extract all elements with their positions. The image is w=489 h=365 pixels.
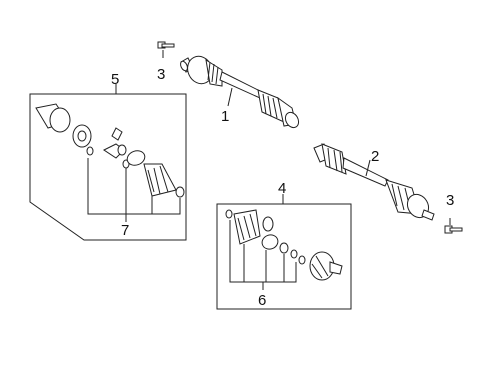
bolt-3-right — [444, 218, 463, 234]
callout-7: 7 — [121, 222, 129, 239]
bolt-3-top — [157, 41, 175, 58]
callout-6: 6 — [258, 292, 266, 309]
callout-4: 4 — [278, 180, 286, 197]
axle-shaft-2 — [313, 143, 435, 221]
kit-box-4 — [216, 203, 352, 310]
callout-5: 5 — [111, 71, 119, 88]
callout-1: 1 — [221, 108, 229, 125]
axle-shaft-1 — [180, 55, 300, 129]
kit-box-5 — [29, 93, 187, 241]
callout-3-right: 3 — [446, 192, 454, 209]
kit-5-parts — [35, 103, 185, 222]
callout-2: 2 — [371, 148, 379, 165]
callout-3-top: 3 — [157, 66, 165, 83]
kit-4-parts — [225, 209, 343, 290]
